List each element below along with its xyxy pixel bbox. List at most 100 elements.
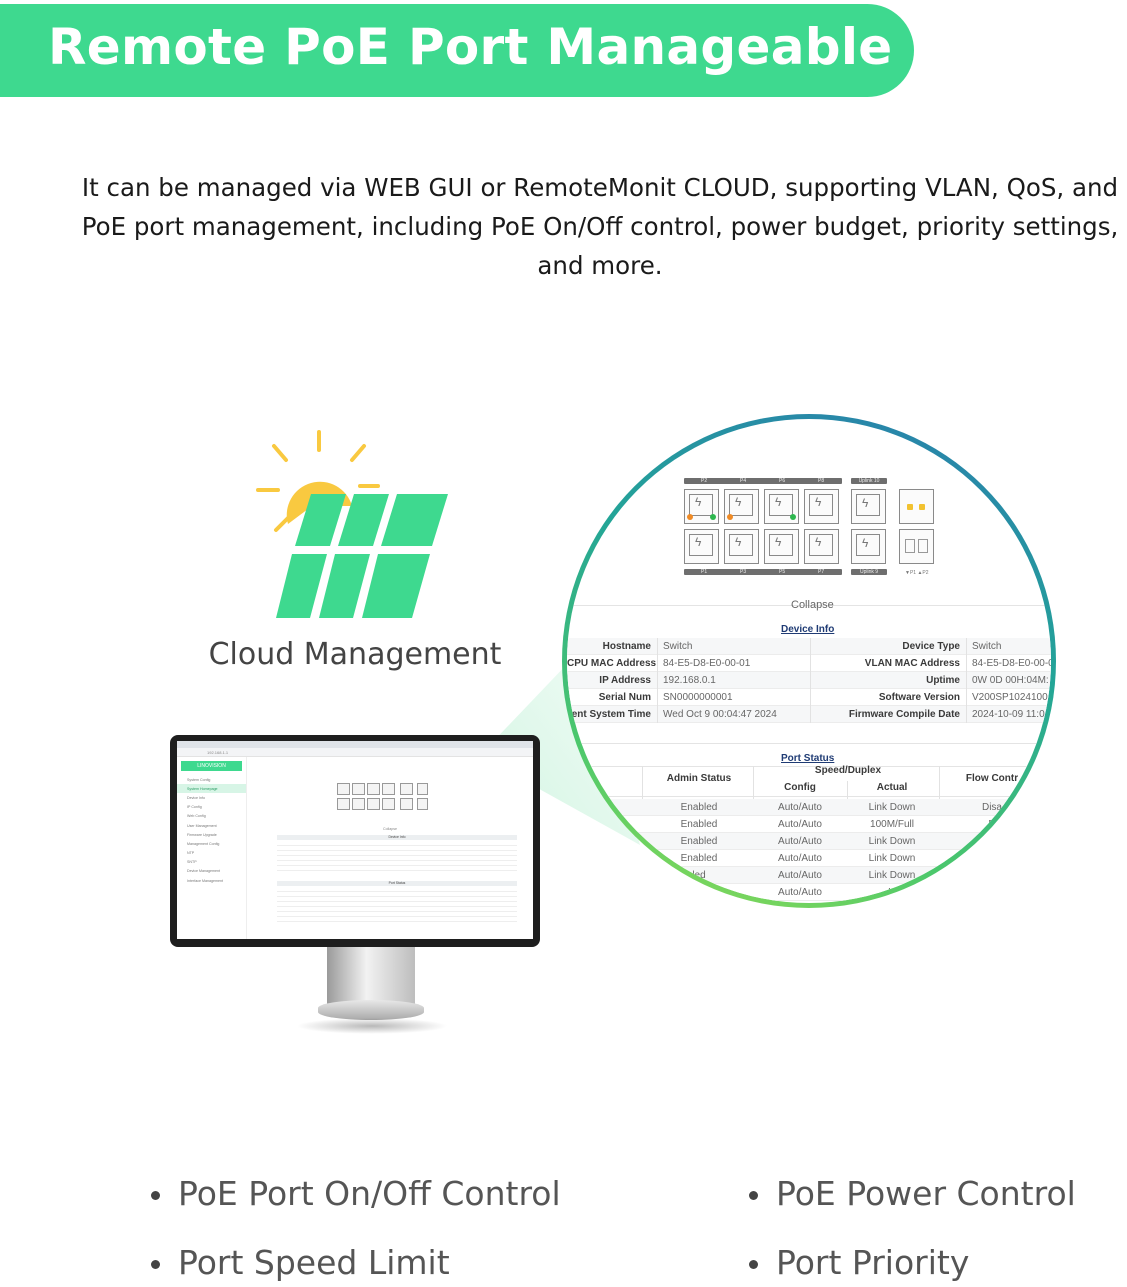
nav-interface-management[interactable]: Interface Management [187, 878, 223, 883]
column-header: Config [784, 782, 816, 793]
column-divider [657, 638, 658, 723]
collapse-link[interactable]: Collapse [791, 599, 834, 611]
config-cell: Auto/Auto [778, 802, 822, 813]
divider [567, 743, 1051, 744]
nav-firmware-upgrade[interactable]: Firmware Upgrade [187, 832, 217, 837]
nav-user-management[interactable]: User Management [187, 823, 217, 828]
brand-logo: LINOVISION [181, 761, 242, 771]
field-value: SN0000000001 [663, 692, 733, 703]
title-banner: Remote PoE Port Manageable [0, 4, 914, 97]
sfp-port-icon [919, 504, 925, 510]
solar-panel-icon [256, 430, 448, 618]
nav-ntp[interactable]: NTP [187, 851, 195, 856]
port-label: P4 [740, 478, 747, 484]
sfp-port-p1[interactable] [899, 529, 934, 564]
mini-table-row [277, 917, 517, 922]
actual-cell: Li [888, 887, 896, 898]
cloud-management-label: Cloud Management [208, 637, 502, 672]
bullet-icon [749, 1191, 758, 1200]
mini-uplink-port[interactable] [400, 798, 413, 810]
nav-system-config[interactable]: System Config [187, 777, 211, 782]
nav-web-config[interactable]: Web Config [187, 814, 206, 819]
config-cell: Auto/Auto [778, 870, 822, 881]
feature-poe-port-onoff: PoE Port On/Off Control [178, 1174, 561, 1213]
mini-port[interactable] [367, 783, 380, 795]
mini-port[interactable] [382, 783, 395, 795]
port-status-heading: Port Status [781, 753, 835, 764]
field-label: Firmware Compile Date [848, 709, 960, 720]
mini-port[interactable] [337, 783, 350, 795]
mini-table-row [277, 866, 517, 871]
mini-port[interactable] [367, 798, 380, 810]
poe-port-p3[interactable]: ϟ [724, 529, 759, 564]
admin-status-cell: Enabled [680, 853, 718, 864]
zoom-content: P2 P4 P6 P8 Uplink 10 ϟ ϟ ϟ ϟ ϟ [567, 419, 1051, 903]
port-label: P3 [740, 569, 747, 575]
port-label: P5 [779, 569, 786, 575]
monitor-base [318, 1000, 424, 1020]
mini-table-row [277, 846, 517, 851]
sfp-port-icon [905, 539, 915, 553]
poe-port-p1[interactable]: ϟ [684, 529, 719, 564]
port-label: P6 [779, 478, 786, 484]
zoom-magnifier: P2 P4 P6 P8 Uplink 10 ϟ ϟ ϟ ϟ ϟ [562, 414, 1056, 908]
poe-port-p7[interactable]: ϟ [804, 529, 839, 564]
column-divider [810, 638, 811, 723]
device-info-heading: Device Info [781, 624, 835, 635]
table-row: Enabled Auto/Auto Link Down Disa [567, 799, 1051, 816]
nav-management-config[interactable]: Management Config [187, 841, 220, 846]
browser-address-bar[interactable]: 192.168.1.1 [177, 748, 533, 757]
poe-port-p4[interactable]: ϟ [724, 489, 759, 524]
sfp-port-p2[interactable] [899, 489, 934, 524]
mini-table-row [277, 887, 517, 892]
mini-port[interactable] [337, 798, 350, 810]
monitor-icon: 192.168.1.1 LINOVISION System Config Sys… [170, 735, 540, 947]
mini-table-row [277, 841, 517, 846]
uplink-bottom-label: Uplink 9 [851, 569, 887, 575]
port-label: P1 [701, 569, 708, 575]
config-cell: Auto/Auto [778, 819, 822, 830]
field-value: Switch [972, 641, 1002, 652]
field-value: Switch [663, 641, 693, 652]
nav-device-info[interactable]: Device Info [187, 795, 205, 800]
port-top-labels [684, 478, 842, 484]
nav-sntp[interactable]: SNTP [187, 860, 197, 865]
uplink-port-9[interactable]: ϟ [851, 529, 886, 564]
mini-table-row [277, 897, 517, 902]
admin-status-cell: Enabled [680, 802, 718, 813]
column-header: Speed/Duplex [814, 765, 882, 776]
actual-cell: Link Down [868, 870, 916, 881]
poe-port-icon: ϟ [695, 535, 702, 549]
poe-port-p6[interactable]: ϟ [764, 489, 799, 524]
poe-port-p2[interactable]: ϟ [684, 489, 719, 524]
field-label: Serial Num [598, 692, 651, 703]
mini-port[interactable] [352, 798, 365, 810]
nav-device-management[interactable]: Device Management [187, 869, 220, 874]
field-value: 2024-10-09 11:0 [972, 709, 1045, 720]
mini-table-row [277, 912, 517, 917]
poe-port-p5[interactable]: ϟ [764, 529, 799, 564]
actual-cell: 100M/Full [870, 819, 914, 830]
poe-port-p8[interactable]: ϟ [804, 489, 839, 524]
feature-port-priority: Port Priority [776, 1243, 970, 1282]
uplink-port-10[interactable]: ϟ [851, 489, 886, 524]
mini-port[interactable] [352, 783, 365, 795]
web-gui-main: Collapse Device Info Port Status [251, 757, 529, 939]
admin-status-cell: Enabled [680, 819, 718, 830]
field-value: Wed Oct 9 00:04:47 2024 [663, 709, 777, 720]
port-label: P7 [818, 569, 825, 575]
port-led [687, 514, 693, 520]
flow-control-cell: D [988, 819, 996, 830]
mini-uplink-port[interactable] [400, 783, 413, 795]
nav-system-homepage[interactable]: System Homepage [177, 784, 246, 794]
mini-sfp-port[interactable] [417, 783, 428, 795]
feature-poe-power-control: PoE Power Control [776, 1174, 1076, 1213]
nav-ip-config[interactable]: IP Config [187, 805, 202, 810]
mini-collapse-link[interactable]: Collapse [383, 827, 397, 831]
mini-port-status-heading: Port Status [277, 881, 517, 886]
mini-sfp-port[interactable] [417, 798, 428, 810]
sfp-port-icon [918, 539, 928, 553]
mini-port[interactable] [382, 798, 395, 810]
config-cell: Auto/Auto [778, 836, 822, 847]
field-value: 0W 0D 00H:04M: [972, 675, 1049, 686]
